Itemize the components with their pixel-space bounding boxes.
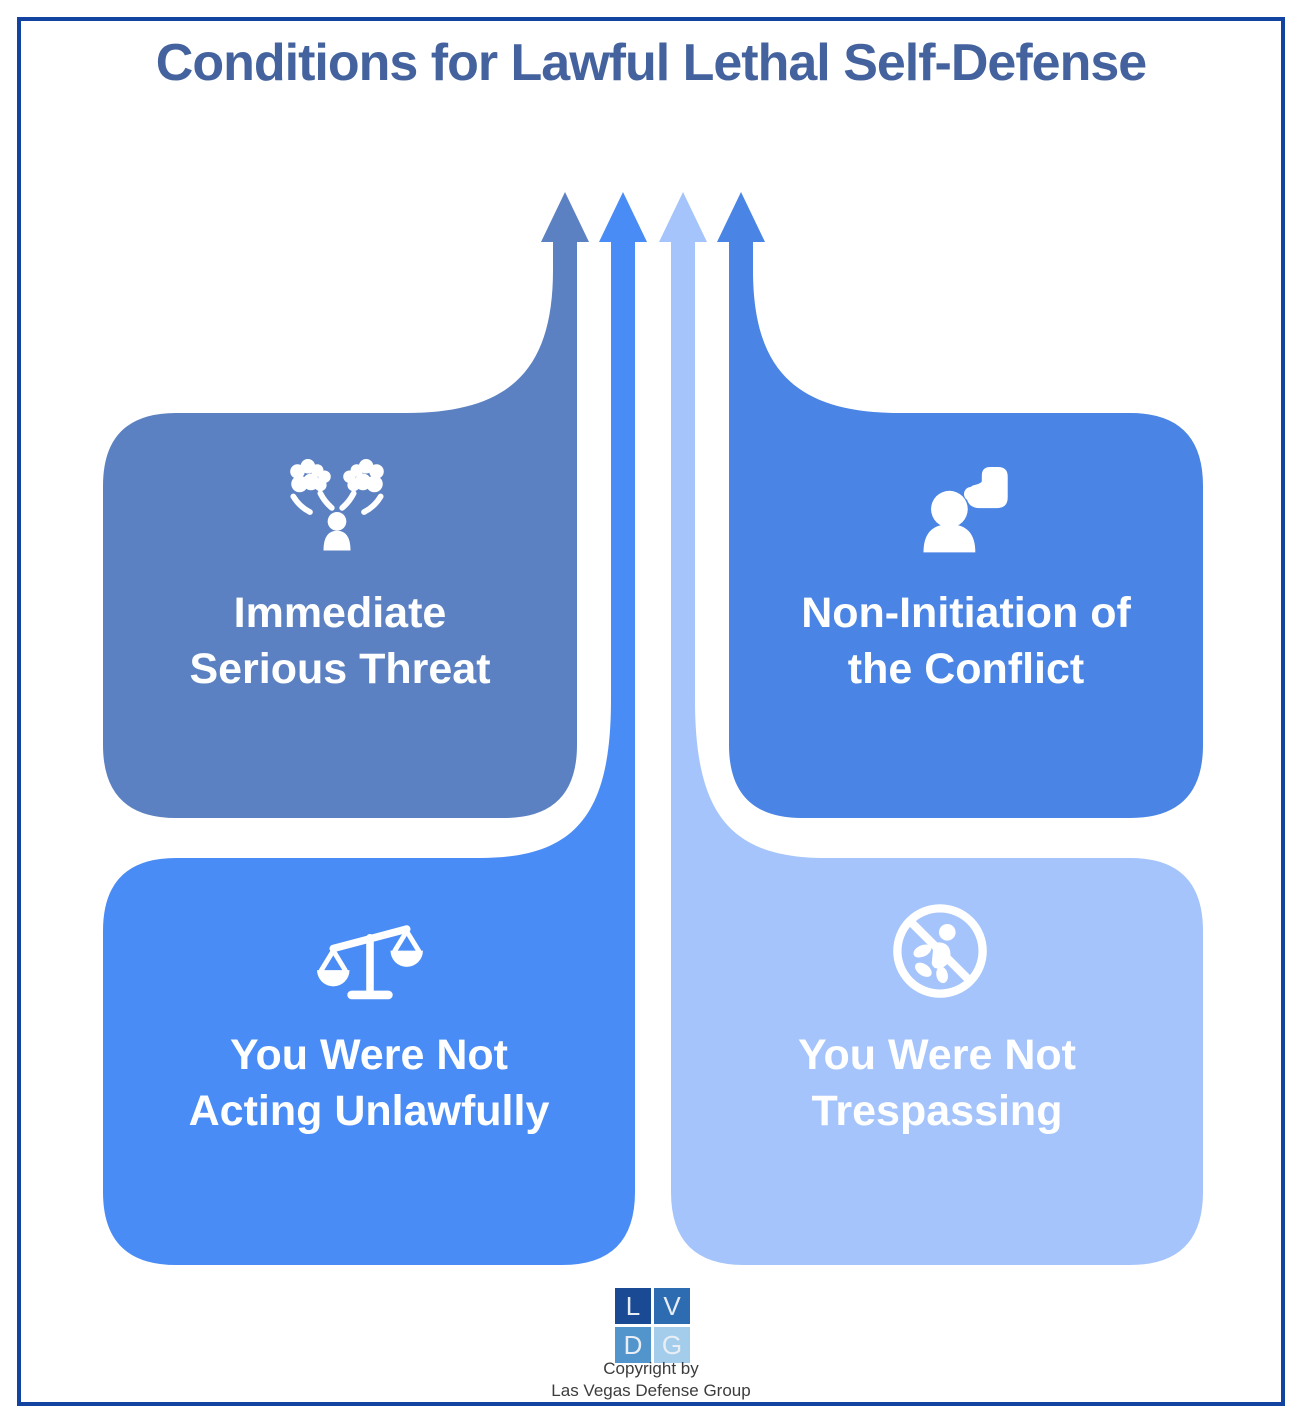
label-line: Acting Unlawfully bbox=[188, 1086, 550, 1135]
label-line: Serious Threat bbox=[189, 644, 491, 693]
label-line: You Were Not bbox=[230, 1031, 508, 1079]
logo-square-d: D bbox=[615, 1327, 651, 1363]
box-arrow-not-acting-unlawfully bbox=[103, 192, 647, 1265]
copyright-text: Copyright by Las Vegas Defense Group bbox=[0, 1358, 1302, 1402]
label-line: Trespassing bbox=[811, 1086, 1063, 1135]
label-line: the Conflict bbox=[847, 644, 1085, 693]
logo-square-v: V bbox=[654, 1288, 690, 1324]
label-immediate-serious-threat: Immediate Serious Threat bbox=[103, 586, 577, 698]
logo-square-g: G bbox=[654, 1327, 690, 1363]
fist-toward-person-icon bbox=[923, 467, 1008, 553]
no-trespassing-icon bbox=[893, 904, 987, 998]
lvdg-logo: L V D G bbox=[615, 1288, 690, 1363]
unbalanced-scales-icon bbox=[317, 925, 423, 1000]
clashing-fists-threat-icon bbox=[290, 459, 384, 551]
copyright-line1: Copyright by bbox=[603, 1359, 699, 1378]
label-not-trespassing: You Were Not Trespassing bbox=[671, 1028, 1203, 1140]
label-line: Non-Initiation of bbox=[801, 589, 1131, 637]
logo-square-l: L bbox=[615, 1288, 651, 1324]
box-arrow-not-trespassing bbox=[659, 192, 1203, 1265]
label-line: Immediate bbox=[233, 589, 447, 637]
label-not-acting-unlawfully: You Were Not Acting Unlawfully bbox=[103, 1028, 635, 1140]
copyright-line2: Las Vegas Defense Group bbox=[551, 1381, 751, 1401]
label-non-initiation: Non-Initiation of the Conflict bbox=[729, 586, 1203, 698]
page-title: Conditions for Lawful Lethal Self-Defens… bbox=[155, 34, 1147, 92]
label-line: You Were Not bbox=[798, 1031, 1076, 1079]
